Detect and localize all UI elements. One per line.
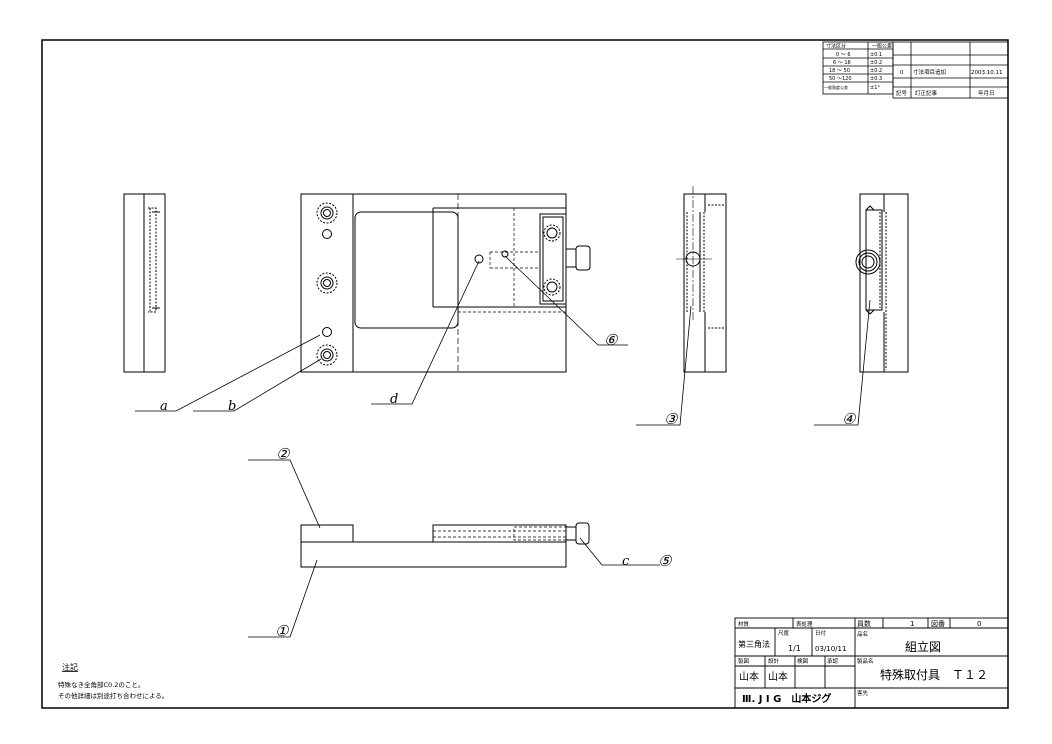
callout-4: ④ (842, 410, 857, 428)
callout-5: ⑤ (658, 552, 673, 570)
tb-company: Ⅲ. J I G 山本ジグ (742, 692, 831, 705)
tb-product-name-value: 特殊取付具 Ｔ１２ (880, 667, 988, 682)
callout-3: ③ (664, 410, 679, 428)
rev-header-mark: 記号 (896, 89, 908, 97)
tol-header-tol: 一般公差 (872, 43, 892, 50)
tb-design-label: 設計 (768, 657, 780, 665)
tb-scale-value: 1/1 (788, 644, 801, 653)
tb-drawing-no-value: 0 (977, 620, 981, 628)
end-view (855, 193, 909, 373)
tb-drawn-value: 山本 (739, 670, 759, 683)
tb-qty-value: 1 (910, 620, 914, 628)
front-view (300, 193, 591, 373)
rev-header-date: 年月日 (978, 89, 995, 97)
tol-value: ±0.3 (870, 76, 882, 82)
callout-2: ② (276, 445, 291, 463)
rev-header-content: 訂正記事 (915, 89, 938, 97)
tol-value: ±0.2 (870, 60, 882, 66)
tb-approve-label: 承認 (827, 657, 839, 665)
tb-date-value: 03/10/11 (815, 645, 846, 653)
title-block (734, 617, 1009, 709)
callout-c: c (622, 554, 630, 569)
rev-mark: 0 (900, 70, 904, 76)
tb-customer-label: 客先 (857, 689, 869, 697)
tb-qty-label: 員数 (857, 619, 871, 628)
tol-range: 一般角度公差 (824, 84, 848, 90)
callout-a: a (160, 399, 168, 414)
tol-header-range: 寸法区分 (826, 43, 846, 50)
tb-part-name-label: 品名 (857, 630, 868, 638)
callout-6: ⑥ (604, 331, 619, 349)
right-side-view (676, 186, 727, 373)
tolerance-table (822, 41, 894, 95)
bottom-view (300, 522, 590, 568)
tb-product-name-label: 製品名 (857, 657, 874, 665)
tol-range: 50 ～120 (829, 76, 852, 82)
leader-lines (135, 255, 871, 638)
tb-drawn-label: 製図 (738, 657, 750, 665)
tb-part-name-value: 組立図 (905, 639, 941, 654)
rev-content: 寸法項目追加 (913, 68, 946, 76)
rev-date: 2003.10.11 (971, 70, 1003, 76)
left-side-view (123, 193, 166, 373)
tol-range: 6 ～ 18 (833, 60, 851, 66)
callout-b: b (228, 399, 236, 414)
tol-range: 18 ～ 50 (829, 68, 850, 74)
notes-line2: その他詳細は別途打ち合わせによる。 (58, 691, 168, 700)
revision-table (892, 41, 1009, 99)
tb-surface-label: 表処理 (796, 620, 813, 628)
tol-range: 0 ～ 6 (836, 52, 851, 58)
tb-scale-label: 尺度 (778, 629, 790, 637)
tol-value: ±1° (870, 85, 880, 91)
tb-material-label: 材質 (738, 620, 750, 628)
sheet-border (41, 39, 1009, 709)
notes-line1: 特殊なき全角部C0.2のこと。 (58, 680, 144, 689)
tb-projection: 第三角法 (738, 639, 770, 649)
notes-title: 注記 (62, 662, 78, 672)
tb-date-label: 日付 (815, 629, 827, 637)
tb-drawing-no-label: 図番 (931, 620, 945, 628)
tol-value: ±0.1 (870, 52, 882, 58)
callout-d: d (390, 392, 398, 407)
callout-1: ① (275, 622, 290, 640)
tb-design-value: 山本 (768, 670, 788, 683)
tol-value: ±0.2 (870, 68, 882, 74)
tb-check-label: 検図 (797, 657, 809, 665)
